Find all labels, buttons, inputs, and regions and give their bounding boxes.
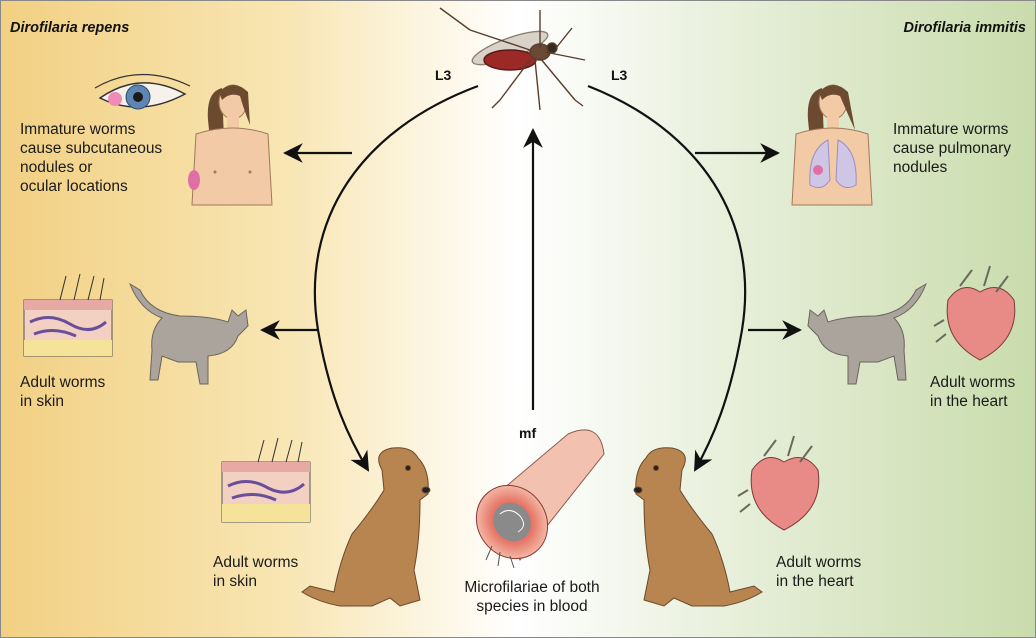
stage-label-mf: mf bbox=[519, 425, 536, 441]
title-right: Dirofilaria immitis bbox=[904, 20, 1026, 36]
title-left: Dirofilaria repens bbox=[10, 20, 129, 36]
caption-human-right: Immature worms cause pulmonary nodules bbox=[893, 120, 1011, 177]
caption-dog-right: Adult worms in the heart bbox=[776, 553, 861, 591]
caption-cat-right: Adult worms in the heart bbox=[930, 373, 1015, 411]
caption-cat-left: Adult worms in skin bbox=[20, 373, 105, 411]
caption-blood: Microfilariae of both species in blood bbox=[430, 578, 634, 616]
caption-human-left: Immature worms cause subcutaneous nodule… bbox=[20, 120, 162, 196]
stage-label-l3-left: L3 bbox=[435, 67, 451, 83]
caption-dog-left: Adult worms in skin bbox=[213, 553, 298, 591]
stage-label-l3-right: L3 bbox=[611, 67, 627, 83]
